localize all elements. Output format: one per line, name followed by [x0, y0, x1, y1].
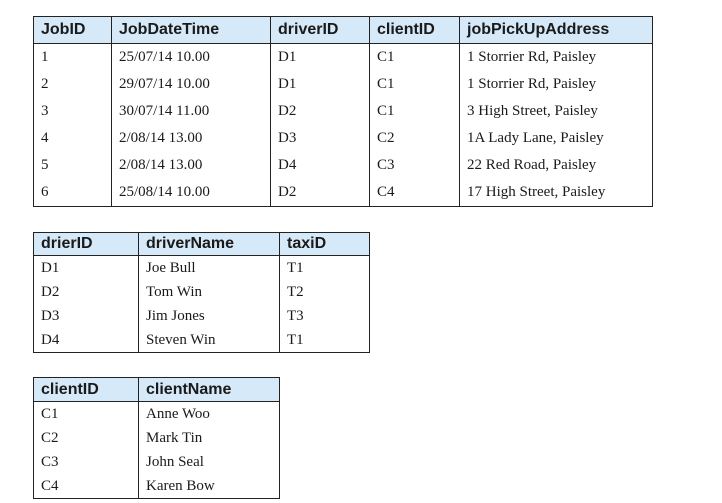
table-cell: 1 Storrier Rd, Paisley	[459, 71, 653, 98]
table-cell: T2	[279, 280, 370, 304]
jobs-col-driverid: driverID	[270, 16, 370, 44]
table-cell: C1	[33, 401, 139, 426]
drivers-col-taxiid: taxiD	[279, 232, 370, 256]
table-row: 4 2/08/14 13.00 D3 C2 1A Lady Lane, Pais…	[33, 125, 653, 152]
table-row: D2 Tom Win T2	[33, 280, 370, 304]
table-cell: Karen Bow	[138, 474, 280, 499]
table-cell: C2	[369, 125, 460, 152]
table-cell: C1	[369, 43, 460, 71]
table-cell: D3	[33, 304, 139, 328]
table-cell: 1 Storrier Rd, Paisley	[459, 43, 653, 71]
clients-table: clientID clientName C1 Anne Woo C2 Mark …	[33, 377, 280, 499]
table-cell: 1	[33, 43, 112, 71]
clients-header: clientID clientName	[33, 377, 280, 402]
table-cell: C3	[33, 450, 139, 474]
table-row: D1 Joe Bull T1	[33, 255, 370, 280]
table-cell: C4	[369, 179, 460, 207]
table-cell: D2	[270, 98, 370, 125]
table-cell: 3	[33, 98, 112, 125]
table-cell: D1	[270, 71, 370, 98]
table-row: D3 Jim Jones T3	[33, 304, 370, 328]
table-cell: 5	[33, 152, 112, 179]
table-cell: 29/07/14 10.00	[111, 71, 271, 98]
table-cell: 25/08/14 10.00	[111, 179, 271, 207]
table-cell: D2	[270, 179, 370, 207]
drivers-table: drierID driverName taxiD D1 Joe Bull T1 …	[33, 232, 370, 353]
jobs-table: JobID JobDateTime driverID clientID jobP…	[33, 16, 653, 207]
drivers-header: drierID driverName taxiD	[33, 232, 370, 256]
table-row: C3 John Seal	[33, 450, 280, 474]
table-row: 5 2/08/14 13.00 D4 C3 22 Red Road, Paisl…	[33, 152, 653, 179]
table-cell: C2	[33, 426, 139, 450]
jobs-col-clientid: clientID	[369, 16, 460, 44]
table-cell: 2	[33, 71, 112, 98]
table-cell: T3	[279, 304, 370, 328]
table-cell: 17 High Street, Paisley	[459, 179, 653, 207]
clients-col-clientid: clientID	[33, 377, 139, 402]
table-cell: 22 Red Road, Paisley	[459, 152, 653, 179]
table-cell: C3	[369, 152, 460, 179]
table-cell: 3 High Street, Paisley	[459, 98, 653, 125]
table-cell: D2	[33, 280, 139, 304]
table-cell: 1A Lady Lane, Paisley	[459, 125, 653, 152]
table-row: 1 25/07/14 10.00 D1 C1 1 Storrier Rd, Pa…	[33, 43, 653, 71]
table-cell: Jim Jones	[138, 304, 280, 328]
table-cell: Steven Win	[138, 328, 280, 353]
jobs-col-jobid: JobID	[33, 16, 112, 44]
table-cell: T1	[279, 255, 370, 280]
table-cell: D1	[270, 43, 370, 71]
table-cell: John Seal	[138, 450, 280, 474]
drivers-col-drivername: driverName	[138, 232, 280, 256]
table-cell: T1	[279, 328, 370, 353]
table-row: 6 25/08/14 10.00 D2 C4 17 High Street, P…	[33, 179, 653, 207]
table-cell: 2/08/14 13.00	[111, 125, 271, 152]
table-cell: D3	[270, 125, 370, 152]
table-cell: 6	[33, 179, 112, 207]
table-cell: Anne Woo	[138, 401, 280, 426]
table-cell: Joe Bull	[138, 255, 280, 280]
table-row: 3 30/07/14 11.00 D2 C1 3 High Street, Pa…	[33, 98, 653, 125]
drivers-col-driverid: drierID	[33, 232, 139, 256]
jobs-col-jobdatetime: JobDateTime	[111, 16, 271, 44]
jobs-col-pickup-address: jobPickUpAddress	[459, 16, 653, 44]
table-cell: Mark Tin	[138, 426, 280, 450]
jobs-header: JobID JobDateTime driverID clientID jobP…	[33, 16, 653, 44]
table-cell: 4	[33, 125, 112, 152]
table-row: C1 Anne Woo	[33, 401, 280, 426]
table-cell: D1	[33, 255, 139, 280]
table-cell: 2/08/14 13.00	[111, 152, 271, 179]
table-cell: D4	[33, 328, 139, 353]
clients-col-clientname: clientName	[138, 377, 280, 402]
table-row: C4 Karen Bow	[33, 474, 280, 499]
table-cell: D4	[270, 152, 370, 179]
table-cell: Tom Win	[138, 280, 280, 304]
table-row: D4 Steven Win T1	[33, 328, 370, 353]
table-cell: C1	[369, 71, 460, 98]
table-cell: 30/07/14 11.00	[111, 98, 271, 125]
table-row: C2 Mark Tin	[33, 426, 280, 450]
table-cell: 25/07/14 10.00	[111, 43, 271, 71]
table-row: 2 29/07/14 10.00 D1 C1 1 Storrier Rd, Pa…	[33, 71, 653, 98]
table-cell: C4	[33, 474, 139, 499]
table-cell: C1	[369, 98, 460, 125]
